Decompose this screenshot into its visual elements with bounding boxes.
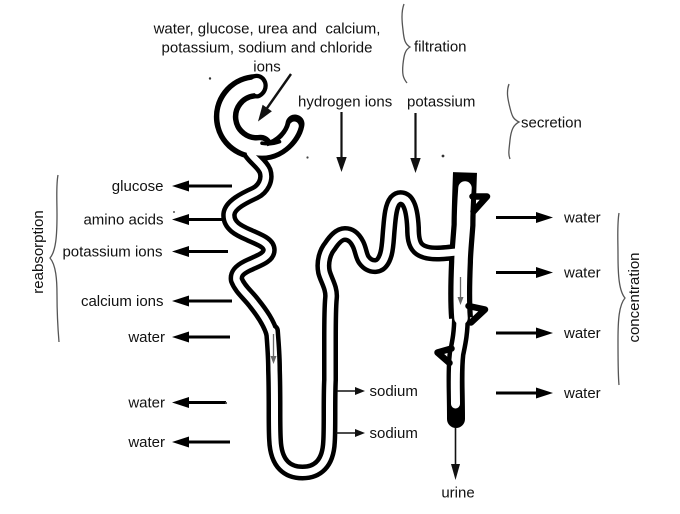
svg-text:sodium: sodium bbox=[370, 383, 418, 400]
svg-text:water: water bbox=[127, 329, 165, 346]
svg-text:sodium: sodium bbox=[370, 425, 418, 442]
svg-text:ions: ions bbox=[253, 59, 281, 76]
svg-text:secretion: secretion bbox=[521, 115, 582, 132]
svg-text:filtration: filtration bbox=[414, 39, 467, 56]
svg-text:potassium: potassium bbox=[407, 94, 475, 111]
svg-text:water, glucose, urea and calc: water, glucose, urea and calcium, bbox=[153, 21, 381, 38]
svg-text:potassium, sodium and chloride: potassium, sodium and chloride bbox=[162, 40, 373, 57]
svg-text:water: water bbox=[563, 210, 601, 227]
svg-text:urine: urine bbox=[441, 485, 474, 502]
svg-text:concentration: concentration bbox=[626, 252, 643, 342]
svg-text:calcium ions: calcium ions bbox=[81, 293, 164, 310]
svg-text:glucose: glucose bbox=[112, 178, 164, 195]
svg-text:water: water bbox=[127, 395, 165, 412]
svg-text:hydrogen ions: hydrogen ions bbox=[298, 94, 392, 111]
svg-text:water: water bbox=[563, 265, 601, 282]
svg-text:amino acids: amino acids bbox=[83, 212, 163, 229]
svg-text:potassium ions: potassium ions bbox=[62, 244, 162, 261]
svg-text:water: water bbox=[563, 385, 601, 402]
svg-text:water: water bbox=[563, 325, 601, 342]
svg-text:reabsorption: reabsorption bbox=[30, 210, 47, 293]
svg-text:water: water bbox=[127, 434, 165, 451]
